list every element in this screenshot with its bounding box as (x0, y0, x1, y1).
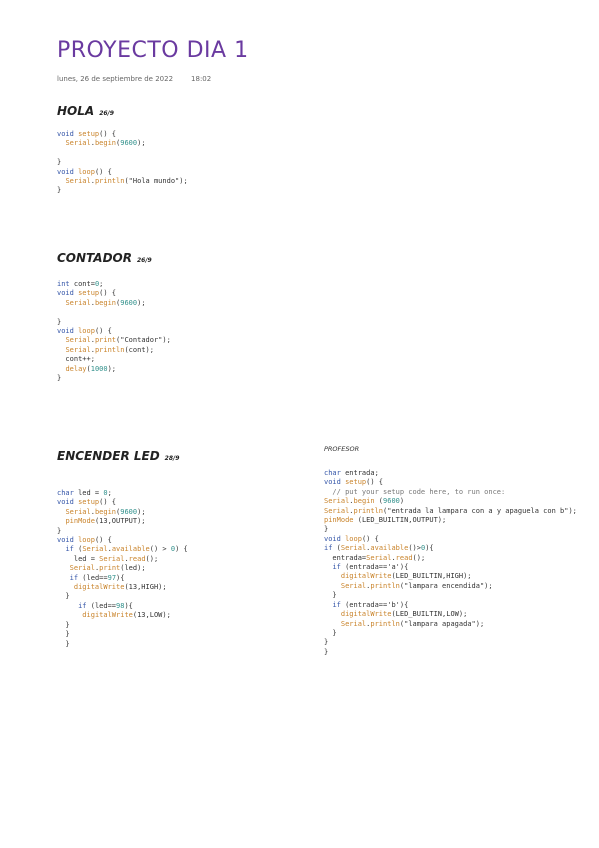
section-date: 26/9 (137, 257, 152, 264)
section-date: 26/9 (99, 110, 114, 117)
code-line: if (Serial.available() > 0) { (65, 545, 188, 554)
code-line: if (entrada=='b'){ (332, 600, 409, 609)
page-time: 18:02 (191, 75, 212, 83)
code-line: digitalWrite(13,HIGH); (73, 583, 167, 592)
code-line: } (324, 525, 329, 534)
code-line: if (Serial.available()>0){ (324, 544, 434, 553)
section-date: 28/9 (164, 455, 180, 462)
section-heading-hola: HOLA 26/9 (57, 104, 114, 118)
code-line: char entrada; (324, 469, 379, 477)
code-line: Serial.println("lampara apagada"); (340, 619, 485, 628)
code-block-contador: int cont=0; void setup() { Serial.begin(… (57, 280, 171, 383)
code-line: Serial.print(led); (69, 564, 146, 573)
code-line: void setup() { (57, 498, 117, 507)
code-line: if (led==97){ (69, 573, 125, 582)
section-heading-profesor: PROFESOR (324, 445, 360, 453)
code-line: pinMode (LED_BUILTIN,OUTPUT); (324, 516, 447, 525)
code-line: } (324, 638, 329, 647)
code-block-profesor: char entrada; void setup() { // put your… (324, 469, 577, 657)
code-line: Serial.begin(9600); (65, 139, 146, 148)
code-line: } (324, 628, 337, 637)
code-line: digitalWrite(LED_BUILTIN,HIGH); (340, 572, 472, 581)
section-heading-encender-led: ENCENDER LED 28/9 (57, 449, 179, 463)
code-line: void setup() { (57, 289, 117, 298)
code-line: } (57, 620, 70, 629)
code-line: } (57, 592, 70, 601)
code-line: void loop() { (324, 534, 379, 543)
code-block-encender-led: char led = 0; void setup() { Serial.begi… (57, 489, 188, 649)
code-line: void setup() { (57, 130, 117, 138)
code-line: char led = 0; (57, 489, 112, 497)
page-date: lunes, 26 de septiembre de 2022 (57, 75, 174, 83)
section-title: HOLA (57, 104, 95, 118)
code-line: cont++; (57, 355, 95, 364)
page-meta: lunes, 26 de septiembre de 2022 18:02 (57, 75, 211, 83)
code-line: void loop() { (57, 167, 112, 176)
section-title: CONTADOR (57, 251, 132, 265)
code-line: pinMode(13,OUTPUT); (65, 517, 146, 526)
section-title: ENCENDER LED (57, 449, 160, 463)
code-line: } (57, 639, 70, 648)
code-line: entrada=Serial.read(); (324, 553, 426, 562)
code-line: } (324, 591, 337, 600)
code-line: int cont=0; (57, 280, 104, 288)
code-line: if (led==98){ (78, 601, 133, 610)
code-line: Serial.print("Contador"); (65, 336, 171, 345)
code-line: Serial.println("lampara encendida"); (340, 581, 493, 590)
code-block-hola: void setup() { Serial.begin(9600); } voi… (57, 130, 188, 196)
page-title: PROYECTO DIA 1 (57, 38, 249, 63)
code-line: Serial.println(cont); (65, 345, 154, 354)
code-line: Serial.begin(9600); (65, 298, 146, 307)
code-line: } (57, 317, 62, 326)
code-line: Serial.println("entrada la lampara con a… (324, 506, 577, 515)
code-line: digitalWrite(LED_BUILTIN,LOW); (340, 610, 468, 619)
code-line: // put your setup code here, to run once… (324, 487, 506, 496)
section-heading-contador: CONTADOR 26/9 (57, 251, 152, 265)
code-line: void loop() { (57, 536, 112, 545)
code-line: Serial.println("Hola mundo"); (65, 177, 188, 186)
code-line: } (57, 630, 70, 639)
code-line: void setup() { (324, 478, 384, 487)
code-line: Serial.begin(9600); (65, 507, 146, 516)
code-line: led = Serial.read(); (57, 554, 159, 563)
code-line: } (57, 158, 62, 167)
code-line: if (entrada=='a'){ (332, 563, 409, 572)
code-line: Serial.begin (9600) (324, 497, 405, 506)
code-line: void loop() { (57, 327, 112, 336)
code-line: delay(1000); (65, 364, 117, 373)
code-line: } (324, 647, 329, 656)
code-line: } (57, 526, 62, 535)
code-line: } (57, 186, 62, 195)
code-line: digitalWrite(13,LOW); (82, 611, 171, 620)
code-line: } (57, 374, 62, 383)
